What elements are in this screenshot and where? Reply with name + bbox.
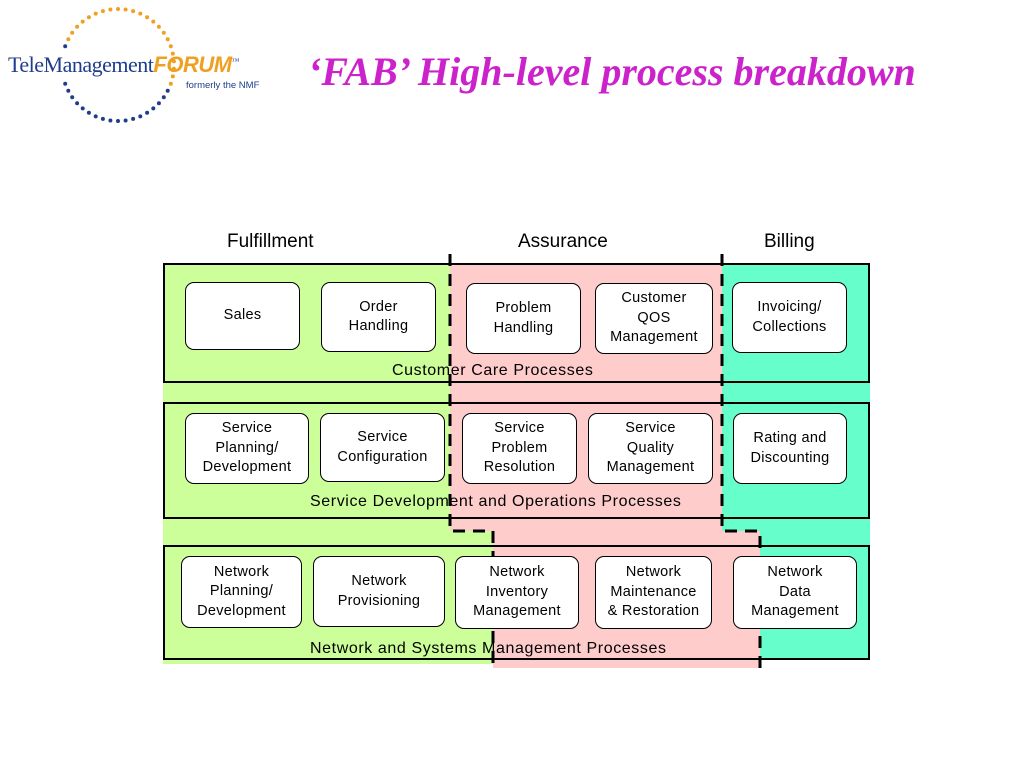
logo-dot: [80, 19, 85, 24]
logo-dot: [170, 74, 175, 79]
slide-title: ‘FAB’ High-level process breakdown: [308, 49, 916, 94]
band-label-customer-care: Customer Care Processes: [392, 362, 594, 379]
column-header-fulfillment: Fulfillment: [227, 231, 314, 252]
logo-dot: [131, 9, 136, 14]
logo-dot: [161, 30, 166, 35]
logo-wordmark: TeleManagementFORUM™: [8, 52, 239, 78]
logo-dot: [161, 95, 166, 100]
logo-dot: [70, 30, 75, 35]
process-box-customer-qos-management: Customer QOS Management: [595, 283, 713, 354]
logo-dot: [70, 95, 75, 100]
logo-dot: [170, 51, 175, 56]
logo-dot: [168, 81, 173, 86]
logo-dot: [156, 101, 161, 106]
logo-dot: [100, 9, 105, 14]
logo-dot: [165, 88, 170, 93]
logo-dot: [123, 118, 128, 123]
logo-dot: [131, 116, 136, 121]
logo-dot: [108, 118, 113, 123]
process-box-problem-handling: Problem Handling: [466, 283, 581, 354]
logo-dot: [93, 114, 98, 119]
logo-dot: [108, 7, 113, 12]
process-box-service-planning-development: Service Planning/ Development: [185, 413, 309, 484]
band-network-systems: [163, 545, 870, 660]
logo-dot: [75, 24, 80, 29]
process-box-rating-and-discounting: Rating and Discounting: [733, 413, 847, 484]
process-box-network-provisioning: Network Provisioning: [313, 556, 445, 627]
process-box-sales: Sales: [185, 282, 300, 350]
telemanagement-forum-logo: [63, 7, 176, 123]
process-box-invoicing-collections: Invoicing/ Collections: [732, 282, 847, 353]
process-box-order-handling: Order Handling: [321, 282, 436, 352]
logo-dot: [145, 110, 150, 115]
column-header-assurance: Assurance: [518, 231, 608, 252]
logo-dot: [151, 19, 156, 24]
band-service-development: [163, 402, 870, 519]
process-box-network-data-management: Network Data Management: [733, 556, 857, 629]
logo-dot: [168, 44, 173, 49]
logo-dot: [63, 44, 68, 49]
logo-dot: [138, 114, 143, 119]
logo-dot: [86, 110, 91, 115]
logo-name-main: TeleManagement: [8, 52, 154, 77]
logo-dot: [165, 37, 170, 42]
logo-dot: [156, 24, 161, 29]
logo-dot: [80, 106, 85, 111]
logo-dot: [66, 88, 71, 93]
logo-dot: [123, 7, 128, 12]
logo-dot: [75, 101, 80, 106]
logo-dot: [138, 11, 143, 16]
logo-dot: [116, 119, 120, 123]
logo-trademark: ™: [231, 56, 240, 66]
band-label-service-development: Service Development and Operations Proce…: [310, 493, 682, 510]
process-box-network-maintenance-restoration: Network Maintenance & Restoration: [595, 556, 712, 629]
process-box-service-quality-management: Service Quality Management: [588, 413, 713, 484]
logo-dot: [171, 59, 176, 64]
logo-subtitle: formerly the NMF: [186, 80, 260, 91]
band-label-network-systems: Network and Systems Management Processes: [310, 640, 667, 657]
process-box-network-planning-development: Network Planning/ Development: [181, 556, 302, 628]
column-header-billing: Billing: [764, 231, 815, 252]
logo-name-accent: FORUM: [153, 52, 232, 77]
logo-dot: [93, 11, 98, 16]
logo-dot: [171, 66, 176, 71]
band-customer-care: [163, 263, 870, 383]
process-box-network-inventory-management: Network Inventory Management: [455, 556, 579, 629]
logo-dot: [151, 106, 156, 111]
logo-dot: [145, 15, 150, 20]
logo-dot: [100, 116, 105, 121]
logo-dot: [63, 81, 68, 86]
process-box-service-configuration: Service Configuration: [320, 413, 445, 482]
logo-dot: [86, 15, 91, 20]
logo-dot: [66, 37, 71, 42]
logo-dot: [116, 7, 120, 11]
process-box-service-problem-resolution: Service Problem Resolution: [462, 413, 577, 484]
